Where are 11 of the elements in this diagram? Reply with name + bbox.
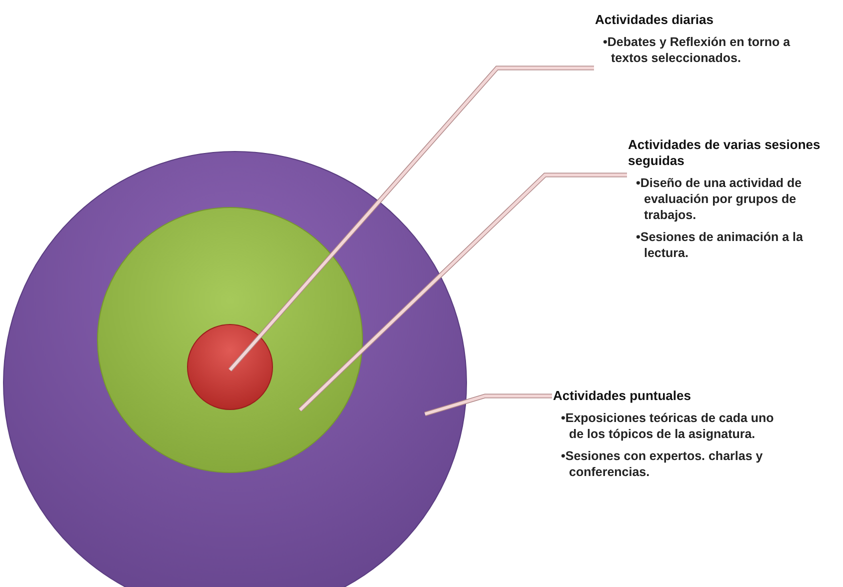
activity-bullet: •Sesiones con expertos. charlas y conferencias. — [561, 448, 764, 480]
activity-bullet: •Sesiones de animación a la lectura. — [636, 229, 804, 261]
leader-line — [298, 172, 627, 412]
activity-heading: Actividades de varias sesiones seguidas — [628, 137, 822, 169]
activity-heading: Actividades puntuales — [553, 388, 692, 404]
leader-line — [424, 394, 552, 416]
leader-line — [228, 66, 594, 372]
activity-bullet: •Exposiciones teóricas de cada uno de los tópicos de la asignatura. — [561, 410, 775, 442]
activity-bullet: •Diseño de una actividad de evaluación por grupos de trabajos. — [636, 175, 803, 223]
activity-bullet: •Debates y Reflexión en torno a textos seleccionados. — [603, 34, 792, 66]
activity-heading: Actividades diarias — [595, 12, 714, 28]
